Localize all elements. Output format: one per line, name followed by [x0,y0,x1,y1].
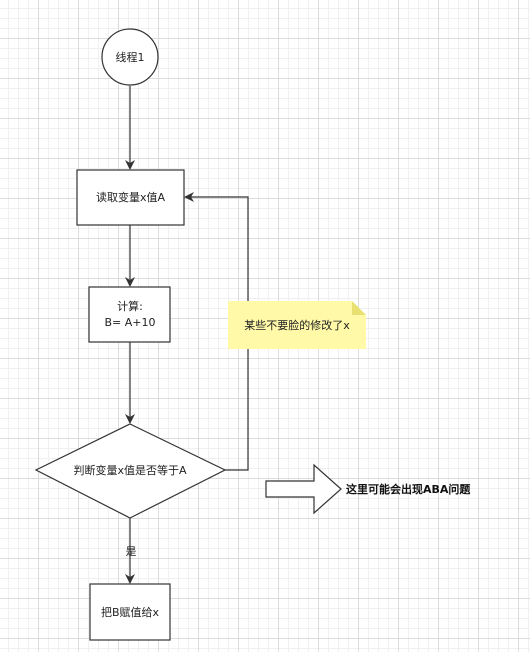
assign-label: 把B赋值给x [101,605,160,619]
decision-node: 判断变量x值是否等于A [34,423,227,519]
sticky-note: 某些不要脸的修改了x [228,301,366,349]
decision-label: 判断变量x值是否等于A [73,463,187,477]
read-variable-node: 读取变量x值A [76,169,185,226]
block-arrow-icon [265,463,342,515]
compute-line-2: B= A+10 [105,316,156,329]
sticky-note-label: 某些不要脸的修改了x [244,318,350,332]
yes-branch-label: 是 [126,545,137,558]
start-node: 线程1 [101,28,159,86]
start-node-label: 线程1 [116,50,145,64]
assign-node: 把B赋值给x [89,583,171,641]
compute-node: 计算: B= A+10 [88,286,171,343]
read-variable-label: 读取变量x值A [96,190,166,204]
compute-line-1: 计算: [117,299,143,313]
aba-problem-label: 这里可能会出现ABA问题 [346,482,471,496]
